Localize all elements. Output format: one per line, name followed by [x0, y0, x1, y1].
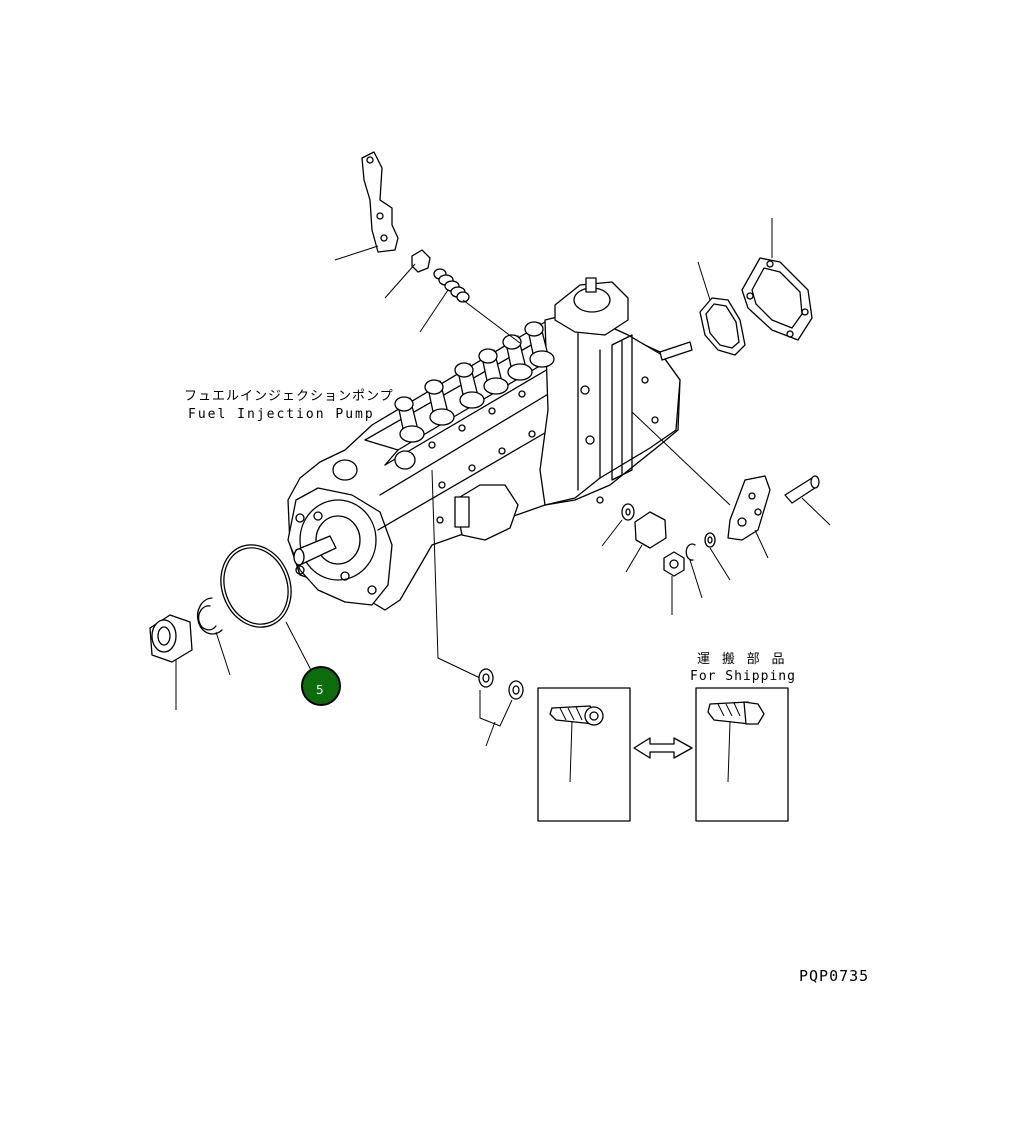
cover-gasket-assembly: [697, 218, 813, 356]
title-english: Fuel Injection Pump: [188, 407, 375, 422]
banjo-washers: [431, 469, 524, 747]
callout-number: 5: [316, 683, 324, 697]
top-bracket-assembly: [334, 151, 521, 344]
callout-5[interactable]: 5: [301, 666, 341, 706]
shipping-label-japanese: 運 搬 部 品: [697, 652, 786, 667]
front-drive-parts: [149, 544, 313, 710]
governor-bracket-parts: [601, 411, 831, 615]
title-japanese: フュエルインジェクションポンプ: [184, 389, 394, 404]
delivery-valve-holders: [394, 321, 555, 443]
o-ring: [220, 544, 292, 628]
shipping-label-english: For Shipping: [690, 669, 796, 684]
spring: [433, 268, 470, 303]
double-arrow-icon: [633, 737, 693, 759]
drawing-code: PQP0735: [799, 967, 869, 985]
injection-pump-body: [287, 277, 693, 611]
shipping-comparison: [537, 687, 789, 822]
